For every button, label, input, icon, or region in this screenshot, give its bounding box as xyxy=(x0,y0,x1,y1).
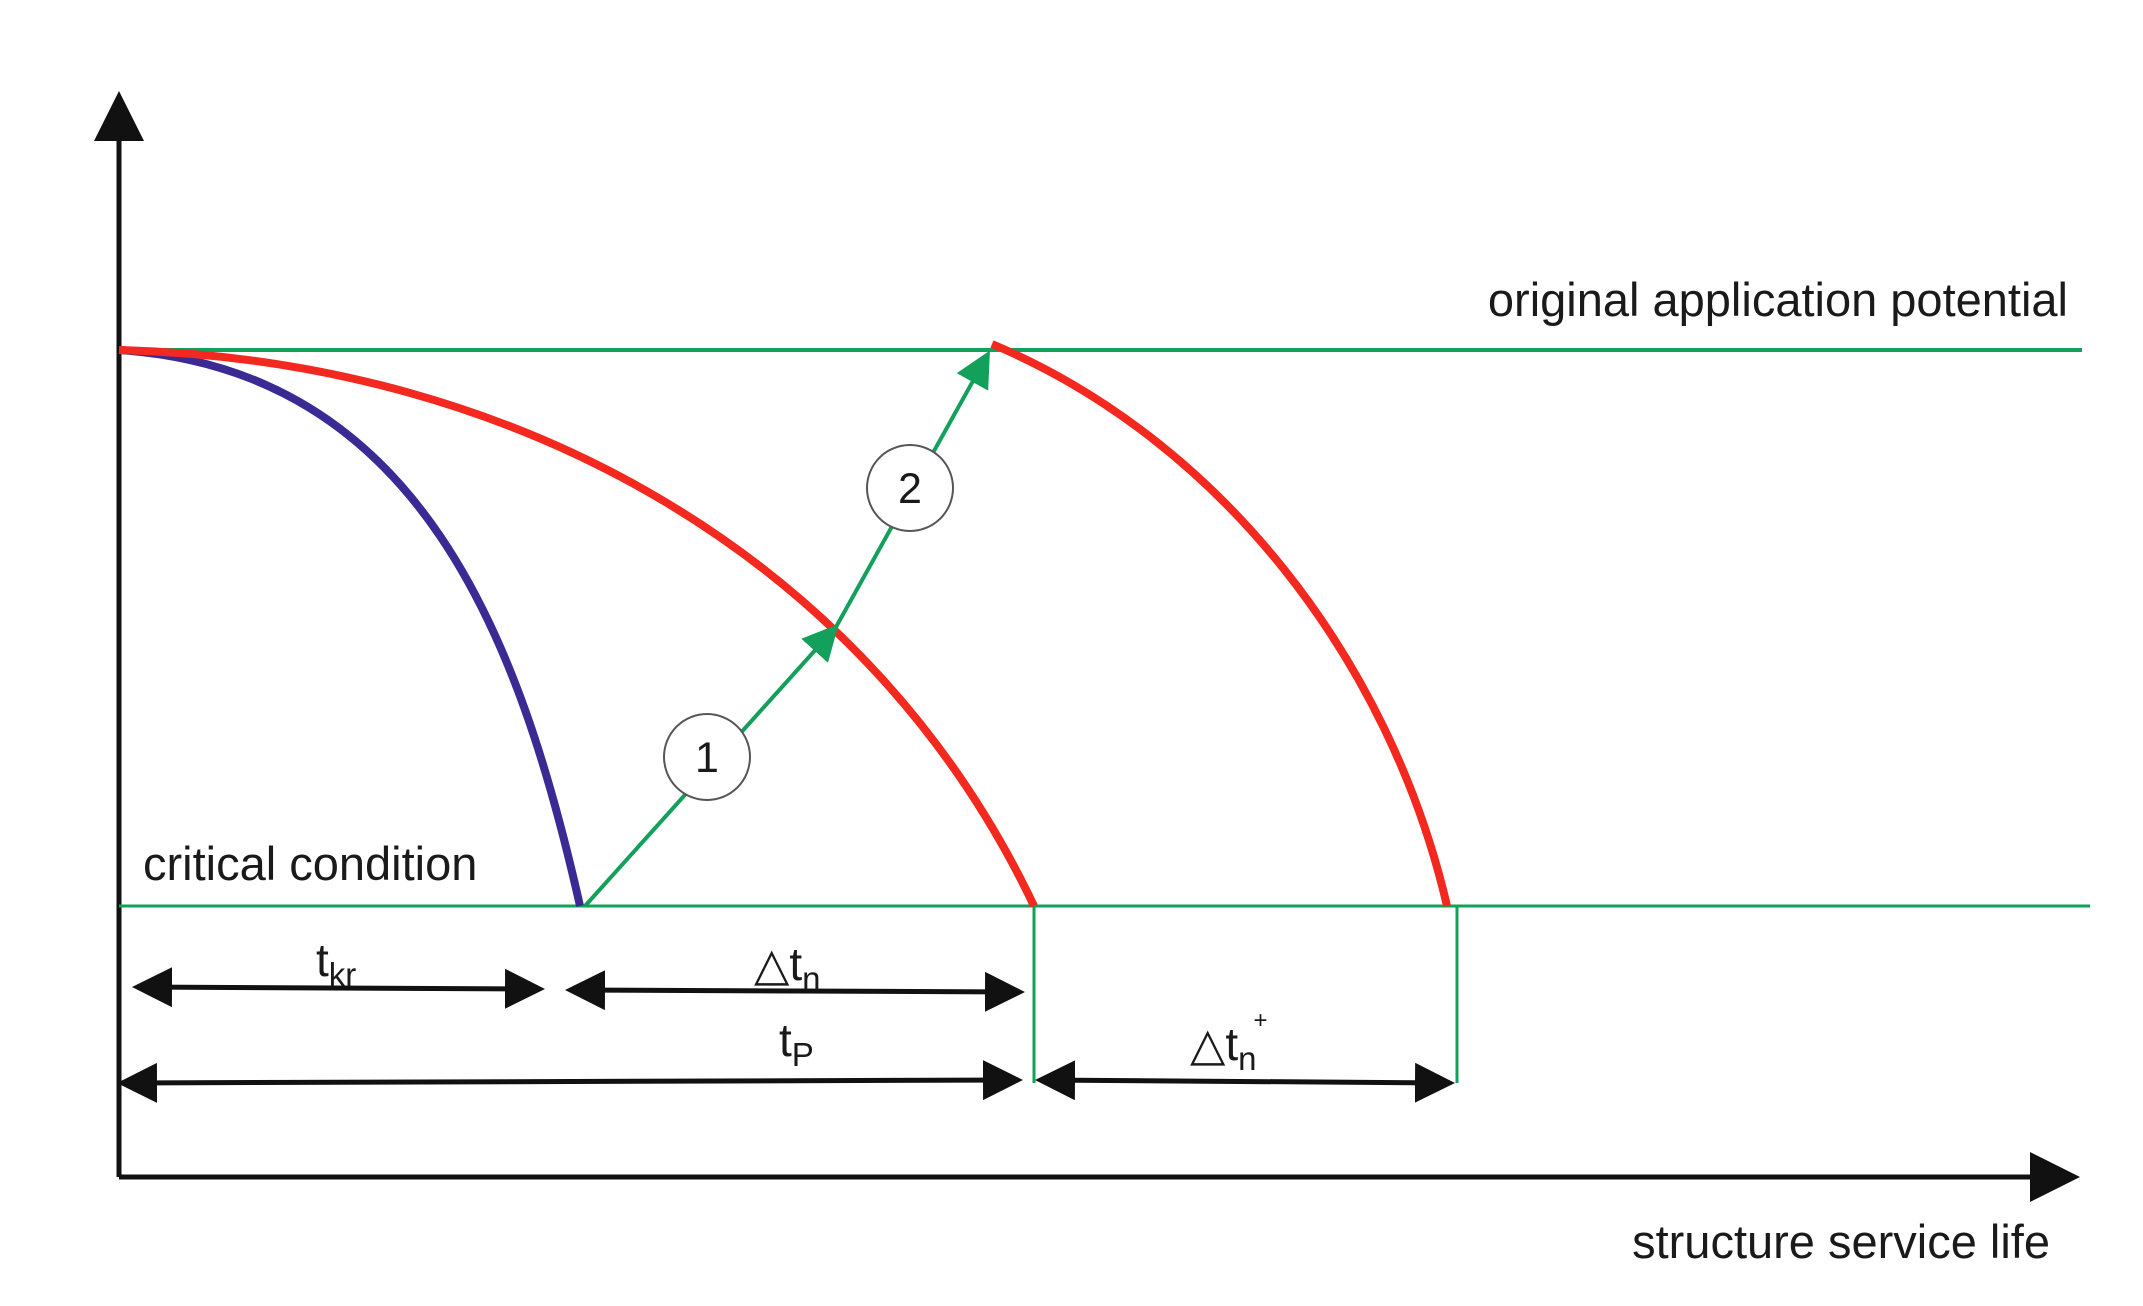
step-marker-2-label: 2 xyxy=(898,465,922,513)
delta-tn-plus-superscript: + xyxy=(1254,1007,1268,1034)
t-kr-subscript: kr xyxy=(329,956,357,993)
t-kr-dimension-arrow xyxy=(132,967,545,1009)
delta-tn-dimension-arrow xyxy=(565,970,1025,1012)
step-marker-1: 1 xyxy=(663,713,751,801)
delta-tn-plus-subscript: n xyxy=(1238,1040,1256,1077)
original-potential-label: original application potential xyxy=(1488,273,2068,326)
delta-tn-plus-dimension-arrow xyxy=(1035,1060,1455,1103)
tp-subscript: P xyxy=(792,1036,814,1073)
delta-tn-label: △tn xyxy=(754,938,821,997)
step-marker-1-label: 1 xyxy=(695,734,719,782)
t-kr-main: t xyxy=(316,934,329,986)
fast-degradation-curve xyxy=(118,346,584,907)
tp-label: tP xyxy=(779,1014,814,1073)
delta-tn-plus-main: △t xyxy=(1190,1018,1238,1070)
x-axis-label: structure service life xyxy=(1632,1215,2050,1268)
tp-dimension-arrow xyxy=(117,1060,1023,1103)
tp-main: t xyxy=(779,1014,792,1066)
delta-tn-subscript: n xyxy=(802,960,820,997)
delta-tn-plus-label: △tn + xyxy=(1190,1007,1268,1077)
critical-condition-label: critical condition xyxy=(143,837,477,890)
step-marker-2: 2 xyxy=(866,444,954,532)
t-kr-label: tkr xyxy=(316,934,356,993)
degradation-curve-after-intervention xyxy=(990,340,1451,907)
degradation-curve-original xyxy=(118,346,1038,908)
delta-tn-main: △t xyxy=(754,938,802,990)
